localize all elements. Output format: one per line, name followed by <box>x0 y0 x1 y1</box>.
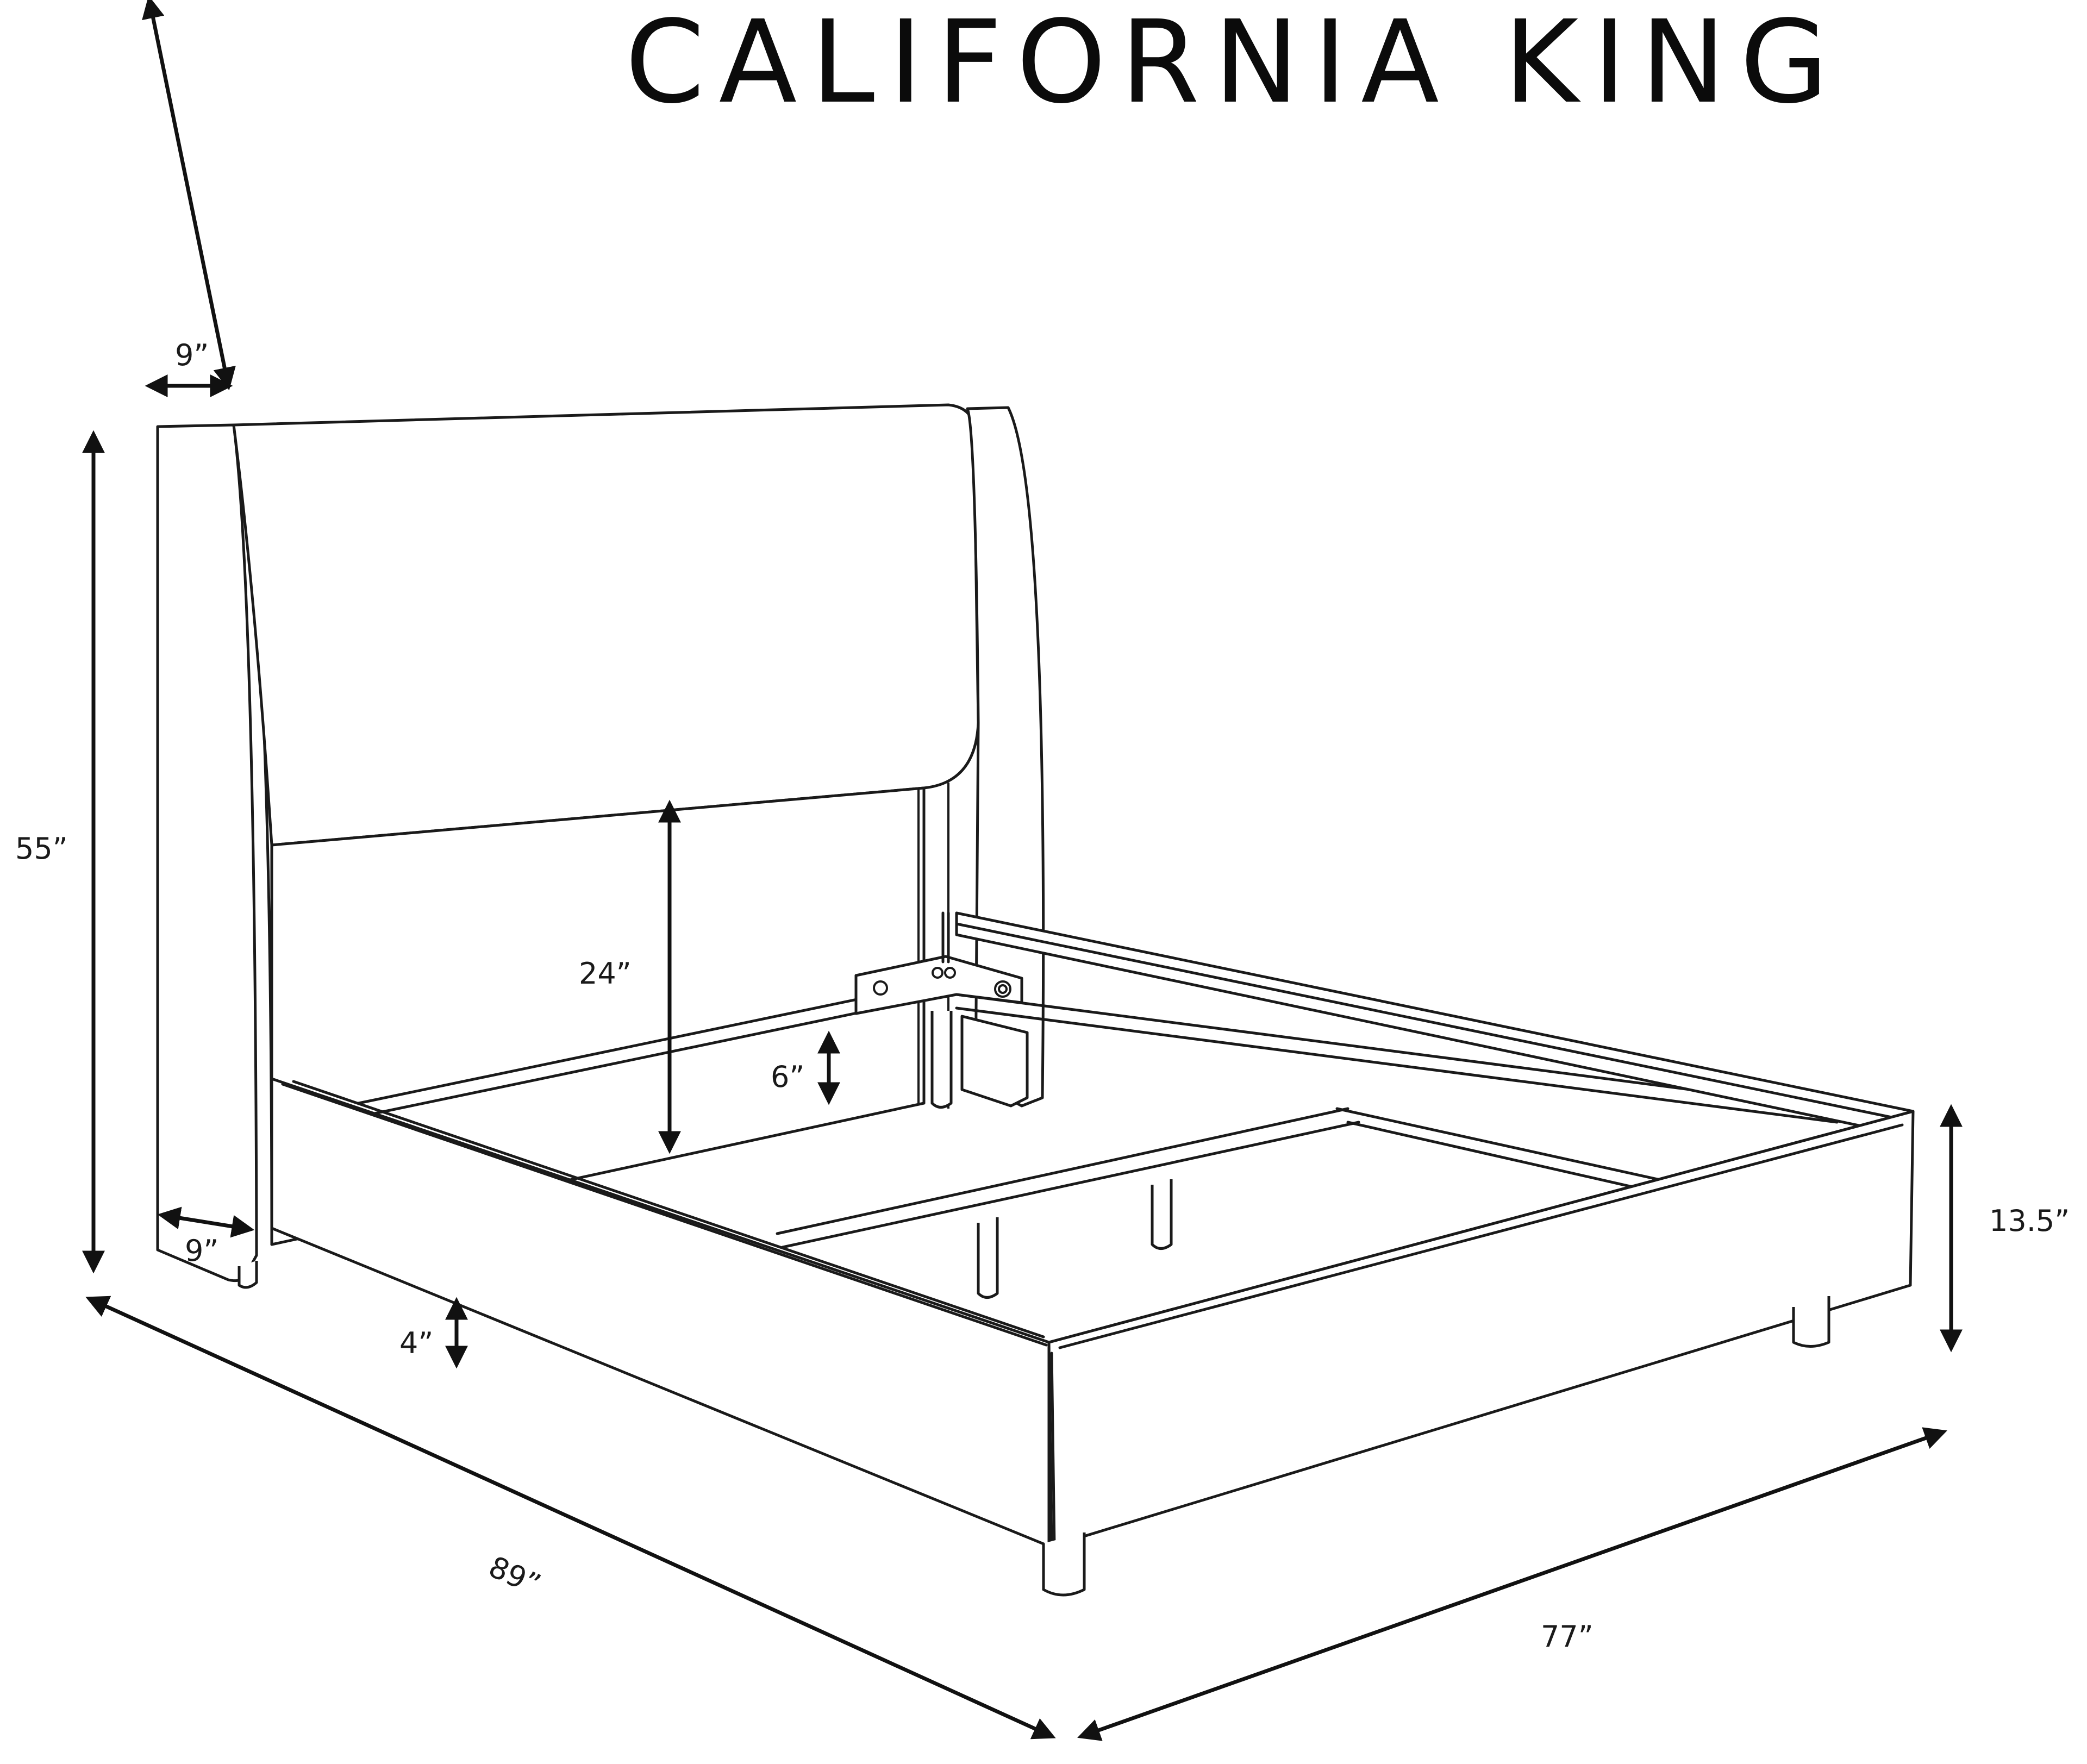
headboard-leg <box>238 1261 258 1289</box>
headboard-cushion <box>232 403 980 847</box>
corner-bracket <box>854 955 1023 1015</box>
dim-label-headboard-to-rail: 24” <box>579 956 632 991</box>
dim-arrow-width <box>1077 1427 1947 1741</box>
dim-label-frame-height: 13.5” <box>1989 1204 2070 1238</box>
dim-label-length: 89” <box>484 1549 546 1602</box>
bed-frame-rails <box>357 911 1839 1299</box>
product-size-title: CALIFORNIA KING <box>625 0 1843 129</box>
dim-label-width: 77” <box>1541 1619 1594 1654</box>
footboard <box>1047 1110 1915 1548</box>
dim-label-leg-height: 4” <box>399 1326 433 1360</box>
dimension-annotations: 9” 55” 24” 6” 9” 4” 13.5” 89” 77” <box>15 0 2070 1741</box>
dim-label-headboard-depth-bottom: 9” <box>185 1234 218 1268</box>
dim-arrow-length <box>85 1296 1056 1740</box>
right-leg <box>1792 1296 1830 1348</box>
dim-label-rail-clearance: 6” <box>771 1060 804 1094</box>
dim-label-headboard-height: 55” <box>15 831 68 866</box>
headboard-left-wing <box>156 423 258 1283</box>
side-rail-right <box>955 911 1915 1137</box>
front-leg <box>1042 1532 1086 1597</box>
dim-label-headboard-depth-top: 9” <box>175 338 209 372</box>
dim-arrow-headboard-depth-bottom <box>157 1206 255 1238</box>
